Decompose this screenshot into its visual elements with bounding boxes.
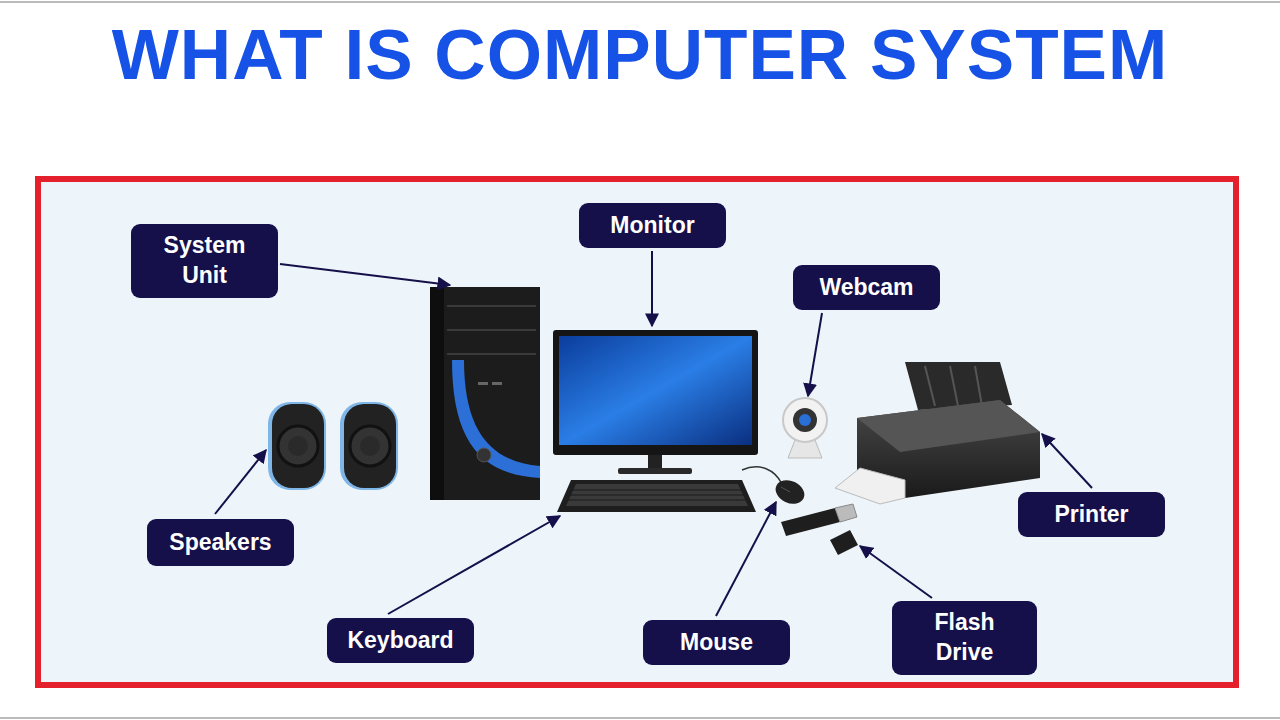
leader-lines <box>215 251 1092 616</box>
label-box: System Unit <box>131 224 278 298</box>
webcam-figure <box>783 398 827 458</box>
label-text: Keyboard <box>347 626 453 656</box>
leader-line <box>280 264 450 285</box>
leader-line <box>1042 434 1092 488</box>
label-box: Flash Drive <box>892 601 1037 675</box>
leader-line <box>651 251 653 326</box>
leader-line <box>388 516 560 614</box>
system-unit-figure <box>430 287 540 500</box>
page-title: WHAT IS COMPUTER SYSTEM <box>0 14 1280 95</box>
leader-line <box>215 450 266 514</box>
keyboard-figure <box>557 480 756 512</box>
leader-line <box>808 313 822 396</box>
printer-figure <box>835 362 1040 504</box>
bottom-rule <box>0 717 1280 719</box>
label-box: Speakers <box>147 519 294 566</box>
speakers-figure <box>268 402 398 490</box>
leader-line <box>716 502 776 616</box>
frame <box>38 179 1236 685</box>
label-box: Webcam <box>793 265 940 310</box>
leader-line <box>860 546 932 598</box>
label-text: Webcam <box>819 273 913 303</box>
flash-drive-figure <box>781 504 858 555</box>
label-text: Monitor <box>610 211 694 241</box>
label-box: Keyboard <box>327 618 474 663</box>
label-text: System Unit <box>155 231 255 291</box>
label-box: Monitor <box>579 203 726 248</box>
label-text: Speakers <box>169 528 271 558</box>
label-text: Printer <box>1054 500 1128 530</box>
monitor-figure <box>553 330 758 474</box>
label-text: Mouse <box>680 628 753 658</box>
label-box: Mouse <box>643 620 790 665</box>
label-text: Flash Drive <box>920 608 1010 668</box>
label-box: Printer <box>1018 492 1165 537</box>
top-rule <box>0 1 1280 3</box>
